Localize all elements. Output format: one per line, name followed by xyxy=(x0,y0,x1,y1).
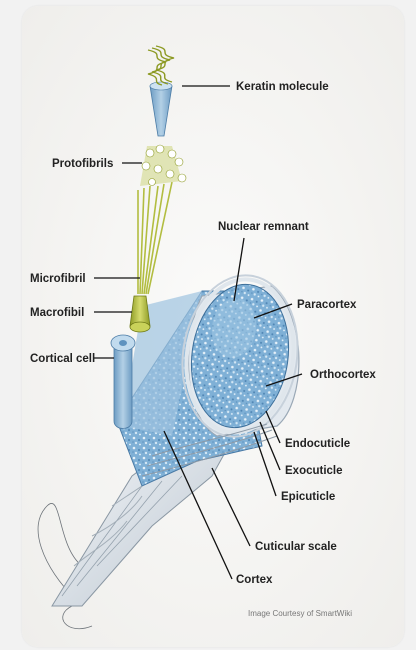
hair-structure-diagram: Keratin molecule Protofibrils Nuclear re… xyxy=(22,6,404,647)
label-protofibrils: Protofibrils xyxy=(52,158,113,170)
label-nuclear-remnant: Nuclear remnant xyxy=(218,221,309,233)
label-epicuticle: Epicuticle xyxy=(281,491,335,503)
label-microfibril: Microfibril xyxy=(30,273,86,285)
label-macrofibil: Macrofibil xyxy=(30,307,84,319)
diagram-card: Keratin molecule Protofibrils Nuclear re… xyxy=(22,6,404,647)
cortical-cell-shape xyxy=(111,335,135,429)
label-endocuticle: Endocuticle xyxy=(285,438,350,450)
macrofibril-shape xyxy=(130,296,150,332)
label-exocuticle: Exocuticle xyxy=(285,465,343,477)
label-cortex: Cortex xyxy=(236,574,273,586)
image-credit: Image Courtesy of SmartWiki xyxy=(248,609,352,618)
label-orthocortex: Orthocortex xyxy=(310,369,376,381)
label-cuticular-scale: Cuticular scale xyxy=(255,541,337,553)
label-paracortex: Paracortex xyxy=(297,299,357,311)
label-cortical-cell: Cortical cell xyxy=(30,353,95,365)
label-keratin-molecule: Keratin molecule xyxy=(236,81,329,93)
